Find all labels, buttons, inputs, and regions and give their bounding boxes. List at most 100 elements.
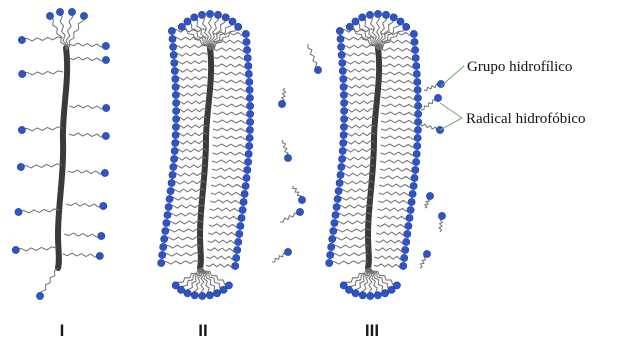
hydrophobic-tail xyxy=(176,117,207,120)
hydrophilic-head xyxy=(397,18,404,25)
hydrophobic-tail xyxy=(206,264,235,267)
hydrophilic-head xyxy=(172,139,179,146)
hydrophobic-tail xyxy=(381,144,418,147)
hydrophobic-tail xyxy=(343,149,375,152)
hydrophobic-tail xyxy=(378,208,411,211)
hydrophilic-head xyxy=(340,123,347,130)
hydrophilic-head xyxy=(245,70,252,77)
hydrophobic-tail xyxy=(174,53,207,56)
hydrophilic-head xyxy=(412,46,419,53)
hydrophilic-head xyxy=(382,11,389,18)
hydrophilic-head xyxy=(414,134,421,141)
hydrophobic-tail xyxy=(175,149,207,152)
hydrophobic-tail xyxy=(69,105,106,109)
hydrophilic-head xyxy=(18,126,25,133)
hydrophobic-tail xyxy=(332,237,369,240)
hydrophilic-head xyxy=(246,142,253,149)
hydrophobic-tail xyxy=(334,221,370,224)
hydrophobic-tail xyxy=(308,44,318,70)
hydrophobic-tail xyxy=(213,128,250,131)
hydrophilic-head xyxy=(426,192,433,199)
hydrophobic-tail xyxy=(161,261,200,264)
hydrophilic-head xyxy=(206,10,213,17)
hydrophobic-tail xyxy=(342,157,374,160)
hydrophobic-tail xyxy=(377,216,409,219)
hydrophilic-head xyxy=(160,243,167,250)
hydrophilic-head xyxy=(341,115,348,122)
hydrophilic-head xyxy=(247,102,254,109)
hydrophilic-head xyxy=(171,59,178,66)
hydrophobic-tail xyxy=(344,125,375,128)
hydrophilic-head xyxy=(245,62,252,69)
hydrophilic-group-label: Grupo hidrofílico xyxy=(467,59,572,75)
hydrophobic-tail xyxy=(68,170,105,174)
hydrophilic-head xyxy=(366,11,373,18)
hydrophobic-tail xyxy=(374,256,404,259)
hydrophobic-tail xyxy=(164,237,201,240)
hydrophilic-head xyxy=(239,206,246,213)
hydrophilic-head xyxy=(401,254,408,261)
hydrophilic-head xyxy=(170,163,177,170)
hydrophilic-head xyxy=(172,91,179,98)
hydrophobic-tail xyxy=(213,136,250,139)
hydrophilic-head xyxy=(415,110,422,117)
stage-label-ii: II xyxy=(198,321,207,340)
hydrophilic-head xyxy=(403,238,410,245)
hydrophilic-head xyxy=(340,91,347,98)
hydrophobic-tail xyxy=(374,264,403,267)
hydrophilic-head xyxy=(15,208,22,215)
hydrophobic-tail xyxy=(176,133,207,136)
hydrophilic-head xyxy=(402,246,409,253)
hydrophilic-head xyxy=(413,158,420,165)
hydrophilic-head xyxy=(415,102,422,109)
hydrophobic-tail xyxy=(379,184,414,187)
hydrophilic-head xyxy=(382,290,389,297)
hydrophobic-tail xyxy=(40,268,58,296)
hydrophobic-tail xyxy=(213,120,250,123)
hydrophilic-head xyxy=(19,70,26,77)
hydrophilic-head xyxy=(170,43,177,50)
hydrophilic-head xyxy=(352,290,359,297)
hydrophilic-head xyxy=(102,132,109,139)
hydrophobic-tail xyxy=(212,152,248,155)
hydrophilic-head xyxy=(339,155,346,162)
hydrophilic-head xyxy=(68,8,75,15)
hydrophilic-head xyxy=(173,99,180,106)
hydrophobic-tail xyxy=(381,48,415,51)
hydrophilic-head xyxy=(170,51,177,58)
hydrophobic-tail xyxy=(381,120,418,123)
hydrophobic-tail xyxy=(16,247,57,251)
hydrophobic-radical-label: Radical hidrofóbico xyxy=(466,111,586,127)
hydrophobic-tail xyxy=(210,200,243,203)
hydrophobic-tail xyxy=(19,209,60,213)
hydrophobic-tail xyxy=(210,208,243,211)
hydrophilic-head xyxy=(334,195,341,202)
hydrophobic-tail xyxy=(162,253,200,256)
hydrophobic-leader-line-2 xyxy=(440,118,462,130)
hydrophobic-tail xyxy=(380,160,416,163)
hydrophobic-tail xyxy=(211,184,246,187)
hydrophobic-tail xyxy=(213,48,247,51)
hydrophobic-tail xyxy=(213,72,249,75)
hydrophobic-tail xyxy=(333,229,370,232)
hydrophilic-head xyxy=(163,219,170,226)
hydrophilic-head xyxy=(333,203,340,210)
hydrophilic-head xyxy=(177,286,184,293)
hydrophilic-head xyxy=(329,235,336,242)
hydrophobic-tail xyxy=(213,88,249,91)
hydrophilic-head xyxy=(337,35,344,42)
hydrophilic-head xyxy=(161,235,168,242)
hydrophilic-head xyxy=(96,252,103,259)
hydrophobic-tail xyxy=(173,173,206,176)
hydrophilic-head xyxy=(214,290,221,297)
hydrophilic-head xyxy=(340,139,347,146)
hydrophilic-head xyxy=(390,14,397,21)
hydrophilic-head xyxy=(240,198,247,205)
hydrophilic-head xyxy=(172,123,179,130)
hydrophilic-head xyxy=(103,104,110,111)
hydrophilic-head xyxy=(244,46,251,53)
hydrophobic-tail xyxy=(381,112,418,115)
hydrophobic-tail xyxy=(379,192,413,195)
hydrophobic-tail xyxy=(339,189,373,192)
hydrophobic-tail xyxy=(344,85,376,88)
